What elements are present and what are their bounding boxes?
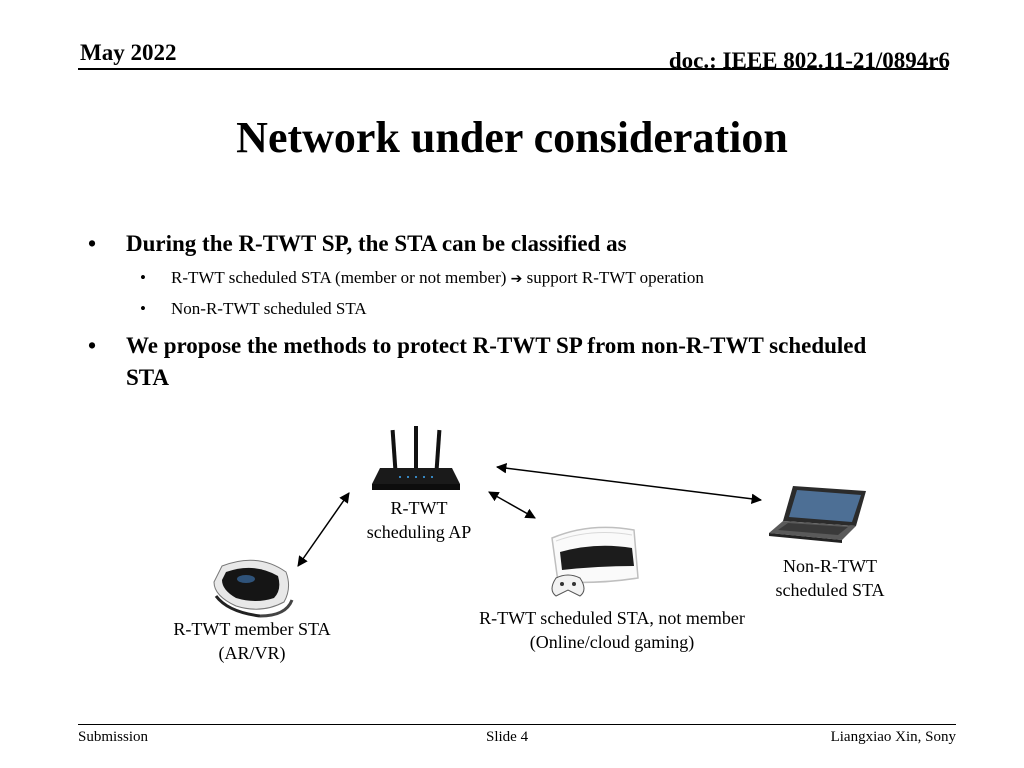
bullet-marker: •: [88, 231, 97, 256]
sub-bullet-marker: •: [140, 299, 146, 318]
slide-title: Network under consideration: [236, 113, 788, 162]
footer-submission: Submission: [78, 729, 149, 745]
ap-label: R-TWT scheduling AP: [359, 496, 479, 544]
member-label-line-2: (AR/VR): [218, 643, 286, 663]
sub-bullet-1-before: R-TWT scheduled STA (member or not membe…: [171, 268, 507, 287]
gamepad-icon: [551, 574, 585, 597]
sub-bullet-1-text: R-TWT scheduled STA (member or not membe…: [171, 267, 704, 290]
router-icon: [372, 426, 460, 490]
sub-bullet-1-after: support R-TWT operation: [526, 268, 704, 287]
bullet-2-text: We propose the methods to protect R-TWT …: [126, 333, 867, 390]
ap-label-line-2: scheduling AP: [366, 522, 472, 542]
not-member-label-line-2: (Online/cloud gaming): [529, 632, 695, 652]
non-rtwt-label-line-1: Non-R-TWT: [783, 556, 877, 576]
footer-slide-number: Slide 4: [486, 729, 529, 745]
footer-author: Liangxiao Xin, Sony: [830, 729, 956, 745]
right-arrow-icon: ➔: [510, 271, 523, 287]
header-date: May 2022: [80, 40, 177, 65]
member-label-line-1: R-TWT member STA: [173, 619, 331, 639]
bullet-marker: •: [88, 333, 97, 358]
link-ap-vr: [297, 492, 350, 567]
laptop-icon: [769, 486, 866, 543]
ap-label-line-1: R-TWT: [390, 498, 448, 518]
non-rtwt-label-line-2: scheduled STA: [775, 580, 885, 600]
not-member-label: R-TWT scheduled STA, not member (Online/…: [452, 606, 772, 654]
bullet-1-text: During the R-TWT SP, the STA can be clas…: [126, 231, 627, 256]
game-console-icon: [551, 526, 639, 597]
sub-bullet-2-text: Non-R-TWT scheduled STA: [171, 299, 367, 318]
non-rtwt-label: Non-R-TWT scheduled STA: [760, 554, 900, 602]
not-member-label-line-1: R-TWT scheduled STA, not member: [479, 608, 745, 628]
footer-divider: [78, 724, 956, 725]
sub-bullet-marker: •: [140, 268, 146, 287]
vr-headset-icon: [213, 559, 294, 618]
member-label: R-TWT member STA (AR/VR): [152, 617, 352, 665]
link-ap-nonrtwt: [495, 462, 763, 505]
link-ap-console: [488, 491, 536, 519]
header-divider: [78, 68, 948, 70]
